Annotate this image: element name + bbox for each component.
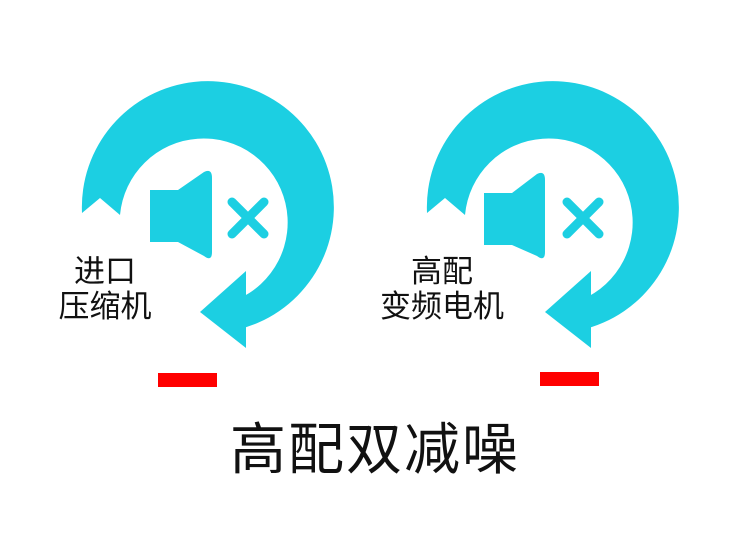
speaker-muted-icon [150, 170, 269, 259]
red-accent-bar [540, 372, 599, 386]
arrowhead-icon [545, 271, 591, 348]
label-line-1: 进口 [74, 254, 136, 290]
rotating-arrow-mute-icon [426, 81, 679, 348]
label-line-2: 变频电机 [380, 289, 504, 325]
label-line-1: 高配 [411, 254, 473, 290]
speaker-muted-icon [484, 172, 604, 259]
red-accent-bar [158, 373, 217, 387]
feature-panel-compressor: 进口 压缩机 [0, 0, 375, 400]
label-line-2: 压缩机 [58, 289, 152, 325]
component-label: 高配 变频电机 [367, 255, 517, 325]
circular-arrow-icon [81, 81, 334, 330]
arrowhead-icon [200, 271, 246, 348]
component-label: 进口 压缩机 [50, 255, 160, 325]
feature-panel-motor: 高配 变频电机 [375, 0, 750, 400]
rotating-arrow-mute-icon [81, 81, 334, 348]
headline-title: 高配双减噪 [230, 418, 520, 483]
circular-arrow-icon [426, 81, 679, 330]
